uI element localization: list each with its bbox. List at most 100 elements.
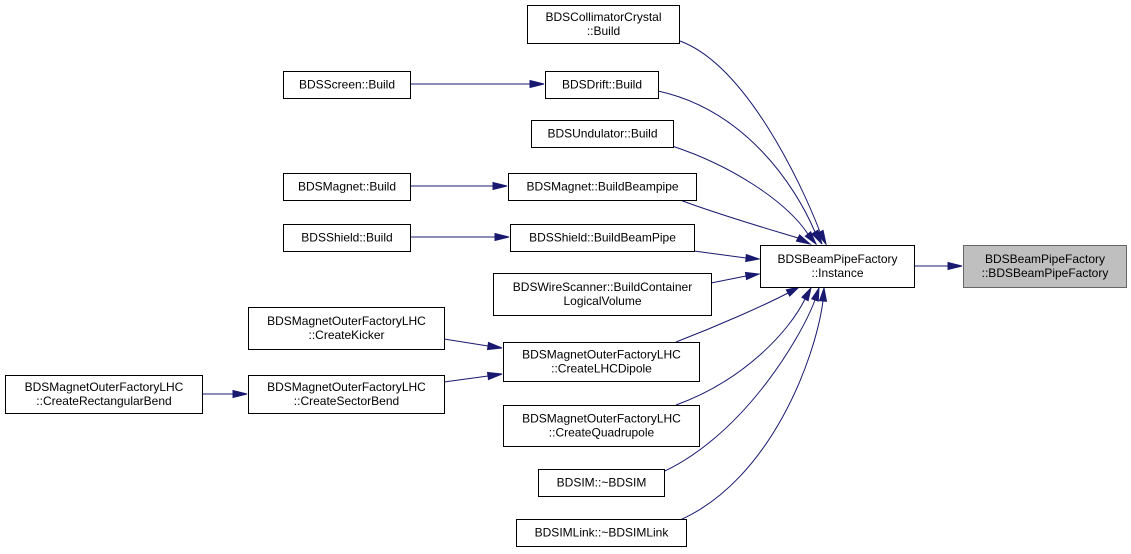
edge-screen-to-drift xyxy=(410,79,545,89)
edge-line xyxy=(679,300,824,521)
node-label-line: BDSDrift::Build xyxy=(562,78,642,92)
node-label-line: BDSMagnetOuterFactoryLHC xyxy=(522,412,681,426)
node-bdsbeampipefactory-instance[interactable]: BDSBeamPipeFactory::Instance xyxy=(760,245,915,288)
node-label-line: BDSMagnet::BuildBeampipe xyxy=(526,180,678,194)
node-box xyxy=(510,224,695,252)
edge-magbuild-to-magbeampipe xyxy=(410,181,508,191)
edge-kicker-to-lhcdipole xyxy=(443,338,503,351)
node-label-line: BDSBeamPipeFactory xyxy=(777,252,897,266)
edge-arrowhead-icon xyxy=(494,232,510,242)
node-label-line: ::Instance xyxy=(811,266,863,280)
node-createkicker[interactable]: BDSMagnetOuterFactoryLHC::CreateKicker xyxy=(248,307,445,350)
node-bdsshield-buildbeampipe[interactable]: BDSShield::BuildBeamPipe xyxy=(510,224,695,252)
edge-arrowhead-icon xyxy=(232,389,248,399)
edge-arrowhead-icon xyxy=(818,286,828,302)
node-label-line: BDSMagnetOuterFactoryLHC xyxy=(522,348,681,362)
edge-drift-to-instance xyxy=(657,90,823,245)
edge-undulator-to-instance xyxy=(671,145,818,246)
edge-arrowhead-icon xyxy=(492,181,508,191)
edge-line xyxy=(693,250,747,259)
edge-arrowhead-icon xyxy=(486,371,503,381)
node-label-line: LogicalVolume xyxy=(563,294,641,308)
node-createquadrupole[interactable]: BDSMagnetOuterFactoryLHC::CreateQuadrupo… xyxy=(503,405,700,447)
node-label-line: BDSShield::Build xyxy=(301,231,392,245)
node-box xyxy=(963,245,1127,288)
edge-line xyxy=(710,275,747,284)
edge-shieldbeampipe-to-instance xyxy=(693,250,761,263)
edge-line xyxy=(657,90,816,233)
node-label-line: BDSIM::~BDSIM xyxy=(557,476,647,490)
edge-line xyxy=(675,292,789,343)
edge-lhcdipole-to-instance xyxy=(675,286,801,343)
edge-arrowhead-icon xyxy=(785,286,801,297)
node-bdscollimatorcrystal-build[interactable]: BDSCollimatorCrystal::Build xyxy=(527,5,680,44)
node-label-line: ::CreateSectorBend xyxy=(294,394,399,408)
edge-arrowhead-icon xyxy=(745,253,761,263)
node-box xyxy=(248,307,445,350)
edge-arrowhead-icon xyxy=(947,261,963,271)
node-bdsshield-build[interactable]: BDSShield::Build xyxy=(283,224,411,252)
node-box xyxy=(5,375,203,414)
edge-arrowhead-icon xyxy=(795,234,812,245)
node-bdsbeampipefactory-constructor: BDSBeamPipeFactory::BDSBeamPipeFactory xyxy=(963,245,1127,288)
node-box xyxy=(283,173,411,201)
node-label-line: BDSShield::BuildBeamPipe xyxy=(529,231,676,245)
node-bdsmagnet-build[interactable]: BDSMagnet::Build xyxy=(283,173,411,201)
edge-arrowhead-icon xyxy=(810,286,820,302)
node-box xyxy=(493,273,712,316)
node-box xyxy=(508,173,697,201)
edge-shieldbuild-to-shieldbeampipe xyxy=(410,232,510,242)
node-bdsdrift-build[interactable]: BDSDrift::Build xyxy=(545,71,659,99)
node-createsectorbend[interactable]: BDSMagnetOuterFactoryLHC::CreateSectorBe… xyxy=(248,375,445,414)
node-box xyxy=(503,342,700,382)
node-box xyxy=(248,375,445,414)
edge-bdsimlink-to-instance xyxy=(679,286,828,521)
node-bdsim-destructor[interactable]: BDSIM::~BDSIM xyxy=(538,469,665,497)
call-graph-nodes: BDSBeamPipeFactory::BDSBeamPipeFactoryBD… xyxy=(5,5,1127,547)
edge-rectbend-to-sectorbend xyxy=(202,389,248,399)
node-bdsundulator-build[interactable]: BDSUndulator::Build xyxy=(531,120,674,148)
edge-instance-to-focus xyxy=(915,261,963,271)
node-label-line: BDSMagnet::Build xyxy=(298,180,396,194)
edge-sectorbend-to-lhcdipole xyxy=(443,371,503,383)
edge-wirescanner-to-instance xyxy=(710,271,761,284)
node-label-line: ::CreateKicker xyxy=(308,328,384,342)
edge-quadrupole-to-instance xyxy=(675,286,812,406)
node-label-line: ::CreateLHCDipole xyxy=(551,362,652,376)
node-bdsscreen-build[interactable]: BDSScreen::Build xyxy=(283,71,411,99)
node-label-line: ::Build xyxy=(587,24,620,38)
node-label-line: BDSCollimatorCrystal xyxy=(545,10,661,24)
edge-line xyxy=(675,298,806,406)
edge-arrowhead-icon xyxy=(801,286,812,302)
node-label-line: BDSUndulator::Build xyxy=(547,127,657,141)
node-label-line: BDSScreen::Build xyxy=(299,78,395,92)
node-box xyxy=(527,5,680,44)
edge-arrowhead-icon xyxy=(744,271,761,281)
edge-arrowhead-icon xyxy=(486,341,503,351)
edge-line xyxy=(679,199,799,239)
edge-line xyxy=(671,145,809,235)
node-bdsimlink-destructor[interactable]: BDSIMLink::~BDSIMLink xyxy=(516,519,687,547)
node-label-line: ::CreateRectangularBend xyxy=(36,394,171,408)
node-box xyxy=(531,120,674,148)
node-box xyxy=(283,224,411,252)
node-label-line: BDSBeamPipeFactory xyxy=(985,252,1105,266)
node-box xyxy=(760,245,915,288)
node-createlhcdipole[interactable]: BDSMagnetOuterFactoryLHC::CreateLHCDipol… xyxy=(503,342,700,382)
node-label-line: ::BDSBeamPipeFactory xyxy=(982,266,1109,280)
node-box xyxy=(545,71,659,99)
edge-line xyxy=(443,338,489,347)
edge-arrowhead-icon xyxy=(804,230,818,246)
node-createrectangularbend[interactable]: BDSMagnetOuterFactoryLHC::CreateRectangu… xyxy=(5,375,203,414)
node-box xyxy=(283,71,411,99)
node-bdswirescanner-buildcontainer[interactable]: BDSWireScanner::BuildContainerLogicalVol… xyxy=(493,273,712,316)
node-label-line: ::CreateQuadrupole xyxy=(549,426,655,440)
node-box xyxy=(516,519,687,547)
node-label-line: BDSMagnetOuterFactoryLHC xyxy=(25,380,184,394)
edge-line xyxy=(655,299,816,476)
edge-magbeampipe-to-instance xyxy=(679,199,812,245)
node-bdsmagnet-buildbeampipe[interactable]: BDSMagnet::BuildBeampipe xyxy=(508,173,697,201)
edge-line xyxy=(679,40,821,233)
edge-line xyxy=(443,375,489,383)
